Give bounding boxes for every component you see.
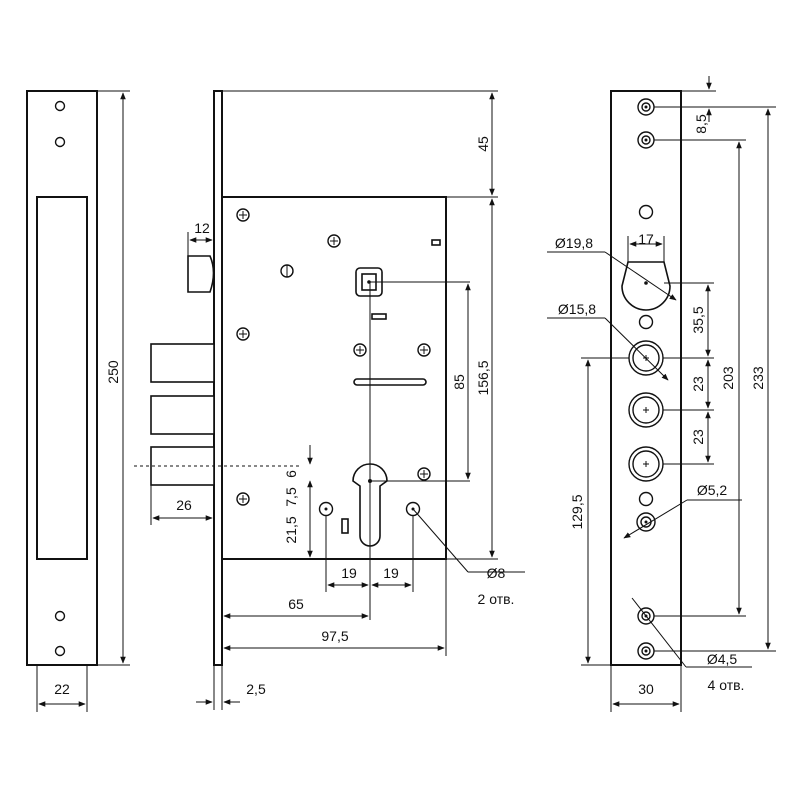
bolt-throw-label: 26 [176,497,192,513]
hole-count-label: 2 отв. [478,591,515,607]
hole-spacing-left-label: 19 [341,565,357,581]
hole-spacing-right-label: 19 [383,565,399,581]
cylinder-dim-2: 7,5 [283,487,299,507]
dia-5-2-hole [636,512,656,532]
spacing-23a-label: 23 [690,376,706,392]
lock-case [221,196,447,560]
strike-width-label: 30 [638,681,654,697]
latch-hole [621,261,671,311]
dead-bolt [150,395,215,435]
hole-height-label: 129,5 [569,494,585,529]
latch-bolt [187,255,215,293]
span-233-label: 233 [750,366,766,390]
strike-plate-view: 8,5 233 203 35,5 23 23 129,5 17 [547,76,776,712]
backset-label: 65 [288,596,304,612]
spacing-35-5-label: 35,5 [690,306,706,333]
case-screws [236,208,431,506]
latch-width-label: 12 [194,220,210,236]
dia-4-5-label: Ø4,5 [707,651,738,667]
front-plate-hole [54,100,66,112]
front-plate-hole [54,610,66,622]
front-plate-view: 250 22 [26,90,130,712]
body-height-label: 156,5 [475,360,491,395]
top-offset-label: 45 [475,136,491,152]
plate-thickness-label: 2,5 [246,681,266,697]
front-plate-hole [54,645,66,657]
spacing-23b-label: 23 [690,429,706,445]
overall-width-label: 97,5 [321,628,348,644]
width-17-label: 17 [638,231,654,247]
front-plate-height-label: 250 [105,360,121,384]
cylinder-dim-1: 21,5 [283,516,299,543]
front-plate-slot [36,196,88,560]
spindle-to-cylinder-label: 85 [451,374,467,390]
bolt-holes [628,340,664,482]
dia-5-2-label: Ø5,2 [697,482,728,498]
lock-faceplate [213,90,223,666]
span-203-label: 203 [720,366,736,390]
front-plate-hole [54,136,66,148]
hole-count-4-label: 4 отв. [708,677,745,693]
front-plate-width-label: 22 [54,681,70,697]
strike-plate-outline [610,90,682,666]
dead-bolt [150,343,215,383]
dia-15-8-label: Ø15,8 [558,301,596,317]
slot-hole [353,378,427,386]
hole-diameter-label: Ø8 [487,565,506,581]
cylinder-dim-3: 6 [283,470,299,478]
strike-top-offset-label: 8,5 [693,114,709,134]
lock-body-view: 45 156,5 85 12 26 21,5 7,5 6 19 19 [134,90,525,710]
dia-19-8-label: Ø19,8 [555,235,593,251]
